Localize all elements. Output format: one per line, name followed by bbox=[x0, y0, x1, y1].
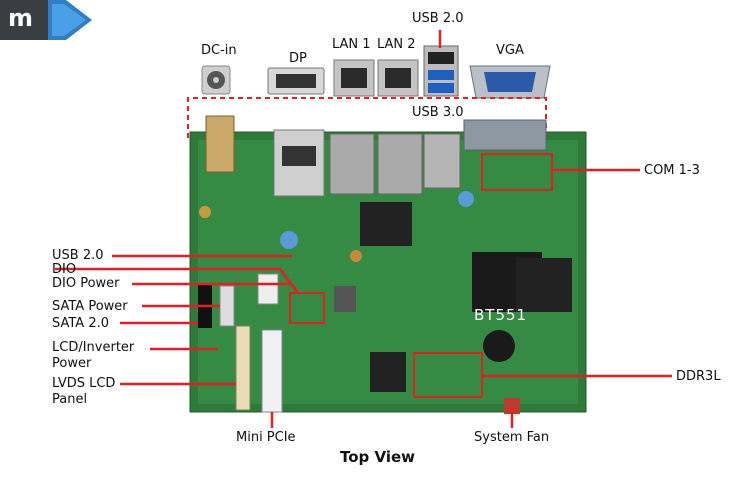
brand-logo bbox=[0, 0, 92, 40]
label-dc-in: DC-in bbox=[201, 43, 237, 58]
label-usb20-left: USB 2.0 bbox=[52, 248, 104, 263]
label-dp: DP bbox=[289, 51, 307, 66]
label-dio-power: DIO Power bbox=[52, 276, 120, 291]
label-usb30: USB 3.0 bbox=[412, 105, 464, 120]
label-lvds-line2: Panel bbox=[52, 392, 88, 407]
connector-bracket bbox=[187, 97, 547, 138]
label-system-fan: System Fan bbox=[474, 430, 550, 445]
lan-connector-images bbox=[333, 59, 419, 97]
label-usb20-top: USB 2.0 bbox=[412, 11, 464, 26]
label-com: COM 1-3 bbox=[644, 163, 700, 178]
label-lcd-inverter-line2: Power bbox=[52, 356, 92, 371]
label-sata20: SATA 2.0 bbox=[52, 316, 110, 331]
label-mini-pcie: Mini PCIe bbox=[236, 430, 296, 445]
dc-in-connector-image bbox=[201, 65, 231, 95]
label-sata-power: SATA Power bbox=[52, 299, 128, 314]
pcb-board bbox=[189, 115, 587, 414]
label-lcd-inverter: LCD/Inverter bbox=[52, 340, 135, 355]
figure-caption: Top View bbox=[340, 448, 416, 466]
logo-letter: m bbox=[8, 4, 34, 32]
dp-connector-image bbox=[267, 67, 325, 95]
board-marking: BT551 bbox=[474, 306, 528, 324]
callout-lines bbox=[55, 30, 672, 428]
label-dio: DIO bbox=[52, 262, 77, 277]
label-vga: VGA bbox=[496, 43, 524, 58]
label-lvds: LVDS LCD bbox=[52, 376, 116, 391]
label-lan1: LAN 1 bbox=[332, 37, 371, 52]
vga-connector-image bbox=[469, 65, 551, 99]
label-ddr3l: DDR3L bbox=[676, 369, 721, 384]
highlight-boxes bbox=[289, 153, 553, 398]
usb-stack-image bbox=[423, 45, 459, 97]
label-lan2: LAN 2 bbox=[377, 37, 416, 52]
